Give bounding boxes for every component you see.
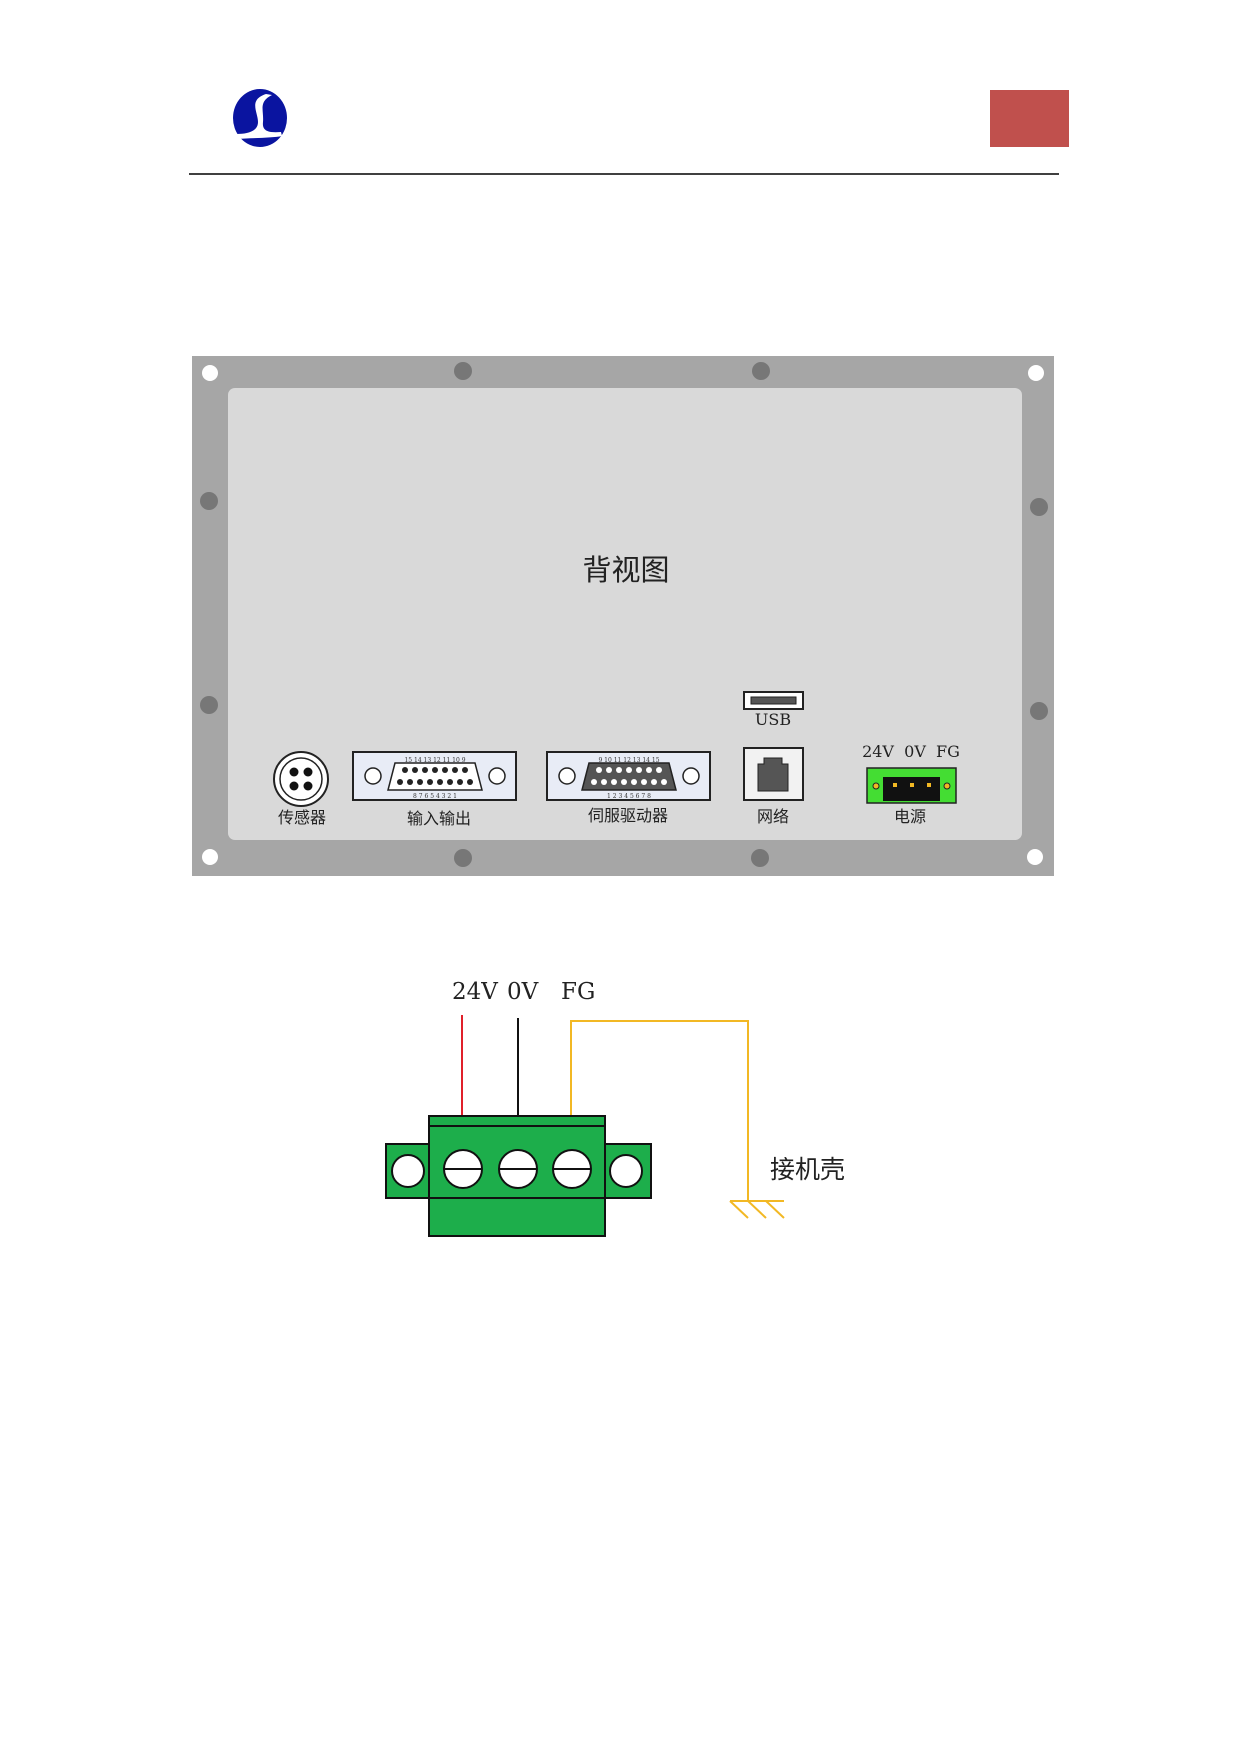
back-panel: 背视图 传感器 15 14 13 12 11 10 9 8 7 6 5 4 3 …	[192, 356, 1054, 876]
pin	[646, 767, 652, 773]
label-fg: FG	[561, 979, 595, 1005]
pin	[417, 779, 423, 785]
pin	[437, 779, 443, 785]
pin	[591, 779, 597, 785]
mount-holes	[202, 365, 1044, 865]
pin	[641, 779, 647, 785]
pin	[626, 767, 632, 773]
pin	[661, 779, 667, 785]
power-port	[866, 767, 957, 804]
header-accent-block	[990, 90, 1069, 147]
screw-terminals	[443, 1149, 592, 1189]
io-label: 输入输出	[407, 809, 471, 828]
pin	[432, 767, 438, 773]
pin	[422, 767, 428, 773]
label-24v: 24V	[452, 979, 498, 1005]
panel-title: 背视图	[582, 553, 669, 587]
network-label: 网络	[757, 807, 789, 826]
wiring-diagram: 24V 0V FG 接机壳	[385, 979, 845, 1237]
pin	[427, 779, 433, 785]
pin	[407, 779, 413, 785]
pin	[447, 779, 453, 785]
pin	[611, 779, 617, 785]
usb-label: USB	[755, 710, 791, 729]
pin	[412, 767, 418, 773]
terminal-connector	[385, 1115, 652, 1237]
servo-pin-numbers-top: 9 10 11 12 13 14 15	[598, 757, 659, 764]
pin	[606, 767, 612, 773]
network-port	[743, 747, 804, 801]
wire-fg	[570, 1020, 749, 1201]
pin	[601, 779, 607, 785]
pin	[636, 767, 642, 773]
ground-icon	[729, 1200, 785, 1219]
pin	[616, 767, 622, 773]
pin	[457, 779, 463, 785]
pin	[621, 779, 627, 785]
pin	[442, 767, 448, 773]
pin	[651, 779, 657, 785]
pin	[397, 779, 403, 785]
usb-port	[743, 691, 804, 710]
sensor-port	[273, 751, 329, 807]
servo-pin-numbers-bottom: 1 2 3 4 5 6 7 8	[607, 793, 651, 800]
pin	[656, 767, 662, 773]
pin	[596, 767, 602, 773]
io-pin-numbers-top: 15 14 13 12 11 10 9	[404, 757, 465, 764]
pin	[452, 767, 458, 773]
power-label: 电源	[894, 807, 926, 826]
pin	[402, 767, 408, 773]
sensor-label: 传感器	[278, 808, 326, 827]
company-logo	[233, 89, 287, 147]
pin	[462, 767, 468, 773]
label-0v: 0V	[507, 979, 539, 1005]
pin	[467, 779, 473, 785]
io-port	[352, 751, 517, 801]
servo-label: 伺服驱动器	[588, 806, 668, 825]
power-pin-labels: 24V 0V FG	[862, 742, 960, 761]
pin	[631, 779, 637, 785]
ground-label: 接机壳	[770, 1155, 845, 1184]
servo-port	[546, 751, 711, 801]
screws	[200, 362, 1048, 867]
io-pin-numbers-bottom: 8 7 6 5 4 3 2 1	[413, 793, 457, 800]
